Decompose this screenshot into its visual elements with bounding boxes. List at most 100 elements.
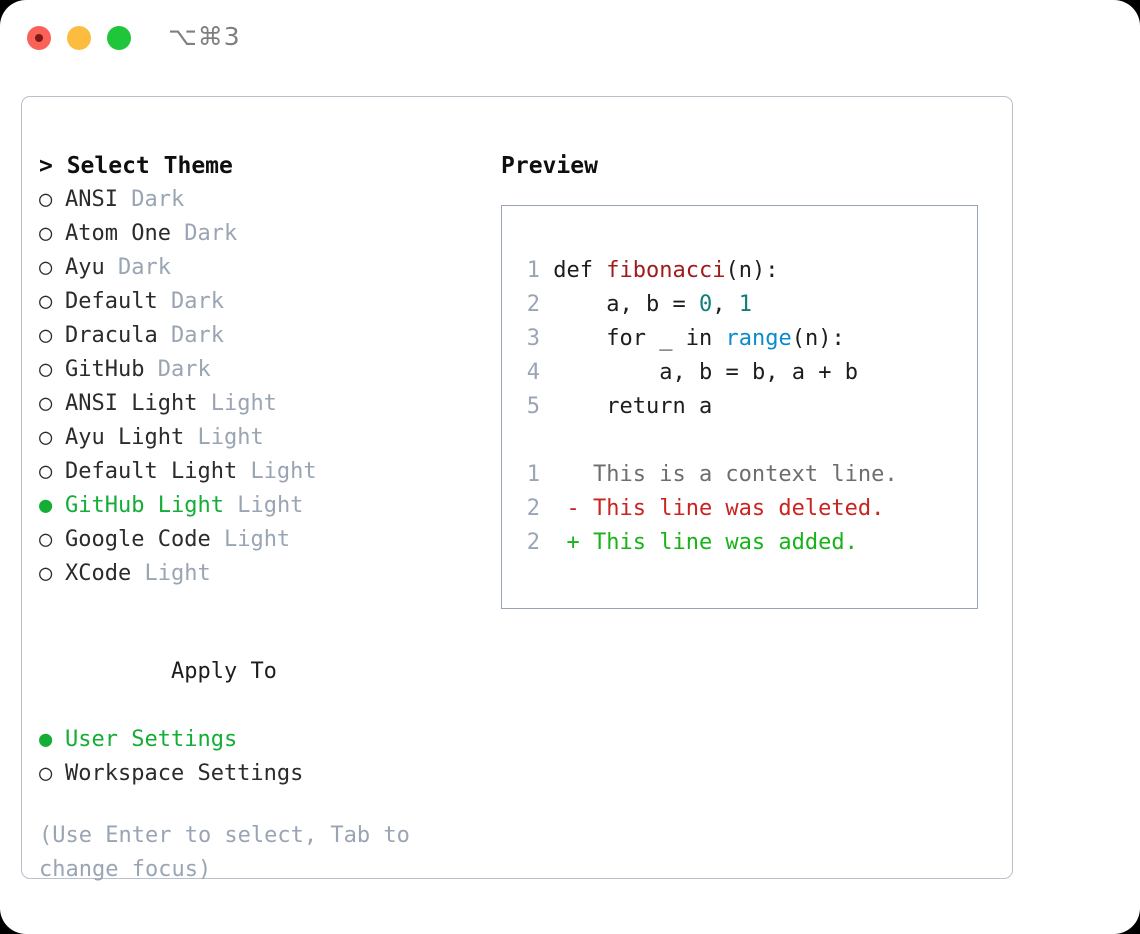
- radio-unselected-icon: ○: [39, 527, 53, 552]
- radio-unselected-icon: ○: [39, 289, 53, 314]
- theme-option-ansi-light[interactable]: ○ ANSI Light Light: [39, 387, 479, 421]
- theme-option-category: Light: [210, 391, 277, 416]
- theme-option-category: Dark: [184, 221, 238, 246]
- radio-unselected-icon: ○: [39, 561, 53, 586]
- code-line-text: return a: [606, 394, 713, 419]
- code-line-text: a, b = 0, 1: [606, 292, 752, 317]
- theme-option-label: GitHub: [65, 357, 145, 382]
- window-controls: [27, 26, 131, 50]
- diff-line-number: 2: [526, 496, 540, 521]
- diff-line-context: 1 This is a context line.: [514, 458, 969, 492]
- keyboard-hint-text: (Use Enter to select, Tab to change focu…: [39, 823, 410, 882]
- apply-to-heading-indent: [145, 655, 171, 689]
- diff-line-text: This is a context line.: [592, 462, 898, 487]
- theme-option-label: Atom One: [65, 221, 171, 246]
- title-bar: ⌥⌘3: [0, 0, 1140, 78]
- radio-selected-icon: ●: [39, 727, 53, 752]
- diff-line-sign: [540, 462, 593, 487]
- diff-line-text: This line was deleted.: [592, 496, 885, 521]
- theme-option-ayu[interactable]: ○ Ayu Dark: [39, 251, 479, 285]
- radio-unselected-icon: ○: [39, 323, 53, 348]
- diff-line-added: 2 + This line was added.: [514, 526, 969, 560]
- theme-option-category: Dark: [170, 289, 224, 314]
- code-line-number: 1: [526, 258, 540, 283]
- theme-option-xcode[interactable]: ○ XCode Light: [39, 557, 479, 591]
- radio-unselected-icon: ○: [39, 357, 53, 382]
- theme-option-label: Ayu: [65, 255, 105, 280]
- code-line-number: 4: [526, 360, 540, 385]
- code-line-number: 3: [526, 326, 540, 351]
- radio-unselected-icon: ○: [39, 221, 53, 246]
- theme-option-category: Dark: [157, 357, 211, 382]
- minimize-button-icon[interactable]: [67, 26, 91, 50]
- radio-unselected-icon: ○: [39, 391, 53, 416]
- theme-option-google-code[interactable]: ○Google Code Light: [39, 523, 479, 557]
- radio-unselected-icon: ○: [39, 187, 53, 212]
- apply-to-heading-label: Apply To: [170, 659, 277, 684]
- theme-option-label: Ayu Light: [65, 425, 185, 450]
- theme-option-github[interactable]: ○ GitHub Dark: [39, 353, 479, 387]
- apply-to-list: ● User Settings ○ Workspace Settings: [39, 723, 479, 791]
- theme-option-github-light[interactable]: ● GitHub Light Light: [39, 489, 479, 523]
- theme-option-label: GitHub Light: [65, 493, 224, 518]
- zoom-button-icon[interactable]: [107, 26, 131, 50]
- select-theme-heading: > Select Theme: [39, 153, 233, 179]
- theme-option-label: ANSI Light: [65, 391, 198, 416]
- theme-picker-column: > Select Theme ○ANSI Dark○Atom One Dark○…: [39, 149, 479, 887]
- radio-selected-icon: ●: [39, 493, 53, 518]
- theme-option-category: Light: [197, 425, 264, 450]
- list-spacer: [39, 591, 479, 621]
- diff-line-number: 1: [526, 462, 540, 487]
- code-line: 1 def fibonacci(n):: [514, 254, 969, 288]
- keyboard-shortcut-label: ⌥⌘3: [168, 22, 241, 51]
- theme-option-dracula[interactable]: ○ Dracula Dark: [39, 319, 479, 353]
- radio-unselected-icon: ○: [39, 761, 53, 786]
- diff-line-sign: +: [540, 530, 593, 555]
- theme-option-label: XCode: [65, 561, 132, 586]
- theme-option-default-light[interactable]: ○ Default Light Light: [39, 455, 479, 489]
- preview-column: Preview 1 def fibonacci(n):2 a, b = 0, 1…: [501, 149, 991, 609]
- diff-sample: 1 This is a context line.2 - This line w…: [514, 458, 969, 560]
- theme-option-ansi[interactable]: ○ ANSI Dark: [39, 183, 479, 217]
- code-line: 5 return a: [514, 390, 969, 424]
- theme-option-atom-one[interactable]: ○ Atom One Dark: [39, 217, 479, 251]
- code-line-text: for _ in range(n):: [606, 326, 845, 351]
- theme-option-category: Light: [223, 527, 291, 552]
- theme-option-category: Dark: [118, 255, 171, 280]
- diff-line-sign: -: [540, 496, 593, 521]
- theme-option-category: Dark: [131, 187, 185, 212]
- theme-option-category: Light: [237, 493, 304, 518]
- theme-list: ○ANSI Dark○Atom One Dark○Ayu Dark○Defaul…: [39, 183, 479, 591]
- apply-to-option-label: Workspace Settings: [65, 761, 304, 786]
- content-panel: > Select Theme ○ANSI Dark○Atom One Dark○…: [21, 96, 1013, 882]
- radio-unselected-icon: ○: [39, 459, 53, 484]
- code-line: 4 a, b = b, a + b: [514, 356, 969, 390]
- diff-line-text: This line was added.: [592, 530, 858, 555]
- code-line: 2 a, b = 0, 1: [514, 288, 969, 322]
- apply-to-option-label: User Settings: [65, 727, 238, 752]
- theme-option-default[interactable]: ○Default Dark: [39, 285, 479, 319]
- code-gap-spacer: [514, 424, 969, 458]
- preview-heading: Preview: [501, 153, 598, 179]
- code-line-number: 2: [526, 292, 540, 317]
- diff-line-number: 2: [526, 530, 540, 555]
- theme-option-label: Dracula: [65, 323, 158, 348]
- apply-to-option-workspace-settings[interactable]: ○ Workspace Settings: [39, 757, 479, 791]
- code-line-text: a, b = b, a + b: [659, 360, 858, 385]
- theme-option-category: Dark: [170, 323, 224, 348]
- close-button-icon[interactable]: [27, 26, 51, 50]
- diff-line-deleted: 2 - This line was deleted.: [514, 492, 969, 526]
- theme-option-category: Light: [144, 561, 211, 586]
- theme-option-label: ANSI: [65, 187, 118, 212]
- theme-option-category: Light: [250, 459, 317, 484]
- radio-unselected-icon: ○: [39, 255, 53, 280]
- radio-unselected-icon: ○: [39, 425, 53, 450]
- apply-to-option-user-settings[interactable]: ● User Settings: [39, 723, 479, 757]
- theme-option-ayu-light[interactable]: ○ Ayu Light Light: [39, 421, 479, 455]
- theme-option-label: Default Light: [65, 459, 238, 484]
- apply-to-heading: Apply To: [39, 621, 479, 723]
